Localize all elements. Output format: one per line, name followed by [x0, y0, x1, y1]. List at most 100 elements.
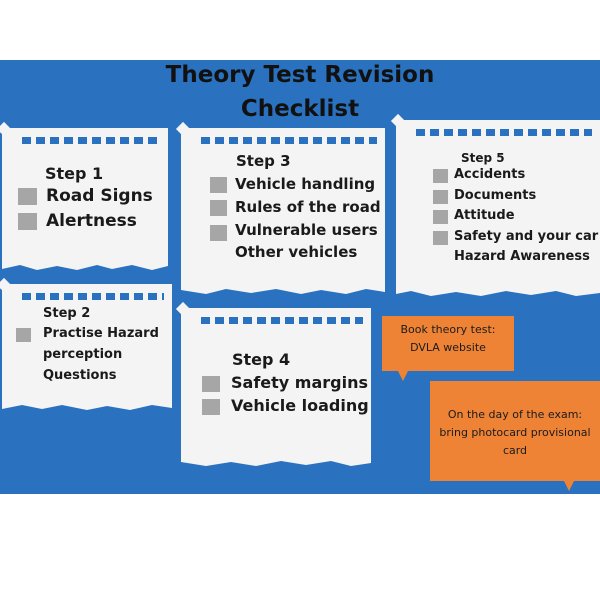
spiral-hole	[327, 137, 336, 144]
checkbox[interactable]	[202, 399, 220, 415]
checkbox[interactable]	[210, 225, 227, 241]
spiral-hole	[556, 129, 565, 136]
spiral-hole	[36, 137, 45, 144]
item-label: Vehicle loading	[231, 396, 369, 415]
spiral-hole	[584, 129, 592, 136]
spiral-hole	[106, 293, 115, 300]
spiral-hole	[229, 137, 238, 144]
spiral-hole	[313, 317, 322, 324]
step-2-card: Step 2 Practise Hazard perception Questi…	[0, 277, 172, 410]
speech-tail	[564, 481, 574, 491]
spiral-hole	[78, 293, 87, 300]
step-5-title: Step 5	[461, 151, 505, 165]
spiral-hole	[92, 137, 101, 144]
spiral-hole	[341, 137, 350, 144]
step-1-item-alertness[interactable]: Alertness	[18, 211, 137, 231]
checkbox[interactable]	[433, 210, 448, 224]
step-2-item-questions: Questions	[43, 368, 116, 383]
spiral-hole	[430, 129, 439, 136]
torn-edge	[181, 287, 385, 294]
spiral-hole	[106, 137, 115, 144]
step-5-item-accidents[interactable]: Accidents	[433, 167, 525, 183]
step-3-item-vulnerable-users[interactable]: Vulnerable users	[210, 221, 378, 241]
item-label: Alertness	[46, 211, 137, 231]
spiral-hole	[148, 293, 157, 300]
checkbox[interactable]	[18, 188, 37, 205]
step-3-item-other-vehicles: Other vehicles	[235, 243, 357, 261]
spiral-hole	[22, 293, 31, 300]
torn-edge	[181, 459, 371, 466]
item-label: Vulnerable users	[235, 221, 378, 239]
checkbox[interactable]	[16, 328, 31, 342]
step-3-item-vehicle-handling[interactable]: Vehicle handling	[210, 175, 375, 193]
checkbox[interactable]	[210, 177, 227, 193]
step-5-item-safety-and-your-car[interactable]: Safety and your car	[433, 229, 598, 245]
note-line: bring photocard provisional	[439, 426, 591, 439]
speech-tail	[398, 371, 408, 381]
item-label: Vehicle handling	[235, 175, 376, 193]
item-label: Hazard Awareness	[454, 249, 590, 264]
spiral-hole	[285, 137, 294, 144]
step-3-item-rules-of-the-road[interactable]: Rules of the road	[210, 198, 381, 216]
checkbox[interactable]	[433, 231, 448, 245]
spiral-hole	[458, 129, 467, 136]
step-4-title: Step 4	[232, 350, 291, 369]
step-1-card: Step 1 Road Signs Alertness	[0, 121, 168, 270]
checkbox[interactable]	[433, 169, 448, 183]
spiral-hole	[355, 137, 364, 144]
note-line: On the day of the exam:	[447, 408, 583, 421]
spiral-hole	[444, 129, 453, 136]
spiral-hole	[299, 317, 308, 324]
spiral-hole	[36, 293, 45, 300]
spiral-hole	[472, 129, 481, 136]
spiral-hole	[134, 293, 143, 300]
spiral-hole	[299, 137, 308, 144]
torn-edge	[2, 403, 172, 410]
spiral-hole	[229, 317, 238, 324]
spiral-hole	[514, 129, 523, 136]
step-5-item-hazard-awareness: Hazard Awareness	[454, 249, 590, 264]
spiral-hole	[78, 137, 87, 144]
torn-edge	[396, 289, 600, 296]
spiral-hole	[369, 137, 377, 144]
spiral-holes	[22, 293, 164, 300]
spiral-hole	[341, 317, 350, 324]
spiral-hole	[271, 137, 280, 144]
spiral-hole	[64, 137, 73, 144]
spiral-holes	[201, 317, 363, 324]
step-5-item-attitude[interactable]: Attitude	[433, 208, 515, 224]
step-2-item-perception: perception	[43, 347, 122, 362]
step-5-item-documents[interactable]: Documents	[433, 188, 536, 204]
spiral-hole	[313, 137, 322, 144]
page-title-line-2: Checklist	[240, 96, 360, 122]
note-line: Book theory test:	[400, 323, 496, 336]
step-1-title: Step 1	[45, 164, 104, 183]
spiral-hole	[201, 137, 210, 144]
spiral-hole	[120, 293, 129, 300]
step-1-item-road-signs[interactable]: Road Signs	[18, 186, 153, 206]
step-4-card: Step 4 Safety margins Vehicle loading	[175, 301, 371, 466]
step-4-item-vehicle-loading[interactable]: Vehicle loading	[202, 396, 369, 415]
step-3-title: Step 3	[236, 152, 291, 170]
step-2-item-practise-hazard[interactable]: Practise Hazard	[16, 326, 159, 342]
spiral-holes	[22, 137, 160, 144]
spiral-hole	[215, 137, 224, 144]
item-label: perception	[43, 347, 123, 362]
checkbox[interactable]	[202, 376, 220, 392]
spiral-hole	[500, 129, 509, 136]
spiral-hole	[215, 317, 224, 324]
spiral-hole	[50, 137, 59, 144]
item-label: Safety margins	[231, 373, 368, 392]
spiral-hole	[243, 317, 252, 324]
torn-edge	[2, 263, 168, 270]
exam-day-note: On the day of the exam: bring photocard …	[430, 381, 600, 491]
spiral-hole	[243, 137, 252, 144]
checkbox[interactable]	[433, 190, 448, 204]
spiral-hole	[257, 137, 266, 144]
item-label: Practise Hazard	[43, 326, 159, 341]
spiral-hole	[542, 129, 551, 136]
checkbox[interactable]	[18, 213, 37, 230]
item-label: Accidents	[454, 167, 526, 182]
checkbox[interactable]	[210, 200, 227, 216]
step-4-item-safety-margins[interactable]: Safety margins	[202, 373, 368, 392]
